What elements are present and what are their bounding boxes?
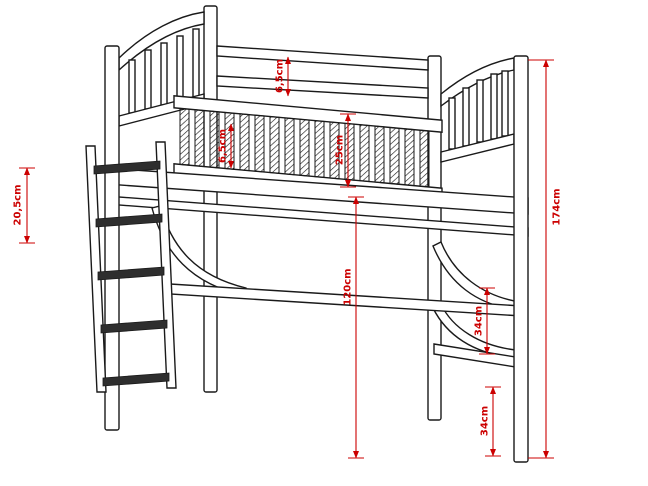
- headboard-spindle: [144, 49, 152, 110]
- ladder: [85, 141, 177, 393]
- dimension-label: 34cm: [474, 306, 485, 336]
- slat: [299, 118, 310, 177]
- dimension-label: 174cm: [552, 188, 563, 225]
- post-back-right: [427, 55, 442, 421]
- dimension-shelf-gap-upper: 34cm: [474, 287, 495, 355]
- footboard-spindle: [501, 70, 509, 137]
- dimension-guard-rail-height: 25cm: [335, 113, 356, 188]
- slat: [239, 113, 250, 172]
- slat: [374, 125, 385, 184]
- footboard-spindle: [462, 87, 470, 147]
- upper-guard-rails: [216, 45, 429, 99]
- brace-right-upper: [432, 241, 521, 311]
- post-front-left: [104, 45, 120, 431]
- dimension-shelf-gap-lower: 34cm: [480, 386, 501, 457]
- ladder-rung: [93, 160, 161, 175]
- upper-rail-bottom: [216, 75, 429, 99]
- footboard: [440, 57, 515, 163]
- upper-rail-top: [216, 45, 429, 71]
- dimension-label: 120cm: [343, 268, 354, 305]
- headboard-spindle: [192, 28, 200, 98]
- post-back-left: [203, 5, 218, 393]
- dimension-label: 34cm: [480, 406, 491, 436]
- post-front-right: [513, 55, 529, 463]
- slat: [209, 110, 220, 169]
- ladder-rung: [97, 266, 165, 281]
- ladder-stile-left: [85, 145, 107, 393]
- headboard-spindle: [176, 35, 184, 102]
- dimension-label: 6,5cm: [218, 129, 229, 163]
- ladder-stile-right: [155, 141, 177, 389]
- slat: [194, 109, 205, 168]
- dimension-annotations: 6,5cm 6,5cm 25cm 20,5cm 120cm 174cm: [13, 56, 563, 459]
- headboard-spindle: [128, 59, 136, 114]
- dimension-label: 25cm: [335, 135, 346, 165]
- footboard-spindle: [476, 79, 484, 143]
- slat-guard-panel: [173, 95, 443, 201]
- headboard-spindle: [160, 42, 168, 106]
- slat: [284, 117, 295, 176]
- dimension-label: 20,5cm: [13, 184, 24, 225]
- slat: [269, 115, 280, 174]
- slat: [359, 124, 370, 183]
- headboard-arch: [118, 11, 205, 72]
- slat: [344, 122, 355, 181]
- dimension-clearance-under-bed: 120cm: [343, 196, 364, 459]
- dimension-total-height: 174cm: [528, 59, 563, 459]
- ladder-rung: [95, 213, 163, 228]
- slat: [389, 126, 400, 185]
- slat: [254, 114, 265, 173]
- bed-structure: [85, 5, 529, 463]
- slat: [329, 121, 340, 180]
- slat: [314, 120, 325, 178]
- footboard-spindle: [490, 73, 498, 140]
- footboard-spindle: [448, 97, 456, 150]
- dimension-top-rail-thickness: 6,5cm: [275, 56, 292, 97]
- dimension-ladder-step-spacing: 20,5cm: [13, 167, 35, 244]
- slat: [404, 128, 415, 187]
- dimension-label: 6,5cm: [275, 59, 286, 93]
- dimension-slat-size: 6,5cm: [218, 123, 235, 169]
- dimension-ticks: [528, 59, 554, 459]
- ladder-rung: [102, 372, 170, 387]
- ladder-rung: [100, 319, 168, 334]
- slat: [179, 107, 190, 166]
- slat: [419, 129, 430, 188]
